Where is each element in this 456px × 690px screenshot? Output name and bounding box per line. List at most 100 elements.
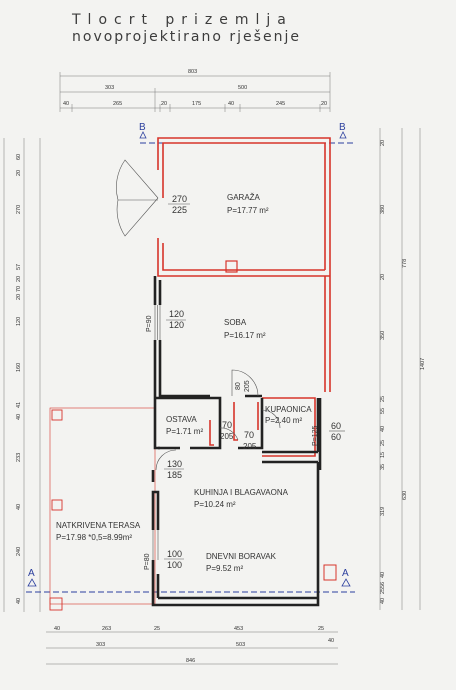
dim-left-2: 270 xyxy=(16,205,22,214)
ostava-door-height: 205 xyxy=(220,432,234,441)
dim-right-6: 40 xyxy=(380,426,386,432)
soba-window-height: 120 xyxy=(169,320,184,330)
room-garaza-area: P=17.77 m² xyxy=(227,206,269,215)
dim-left-0: 60 xyxy=(16,154,22,160)
plan-title: Tlocrt prizemlja xyxy=(72,12,293,28)
dim-top-d5: 40 xyxy=(228,101,234,107)
dim-right-11: 40 xyxy=(380,572,386,578)
svg-text:B: B xyxy=(139,122,146,133)
dim-right-14: 40 xyxy=(380,598,386,604)
dim-left-1: 20 xyxy=(16,170,22,176)
room-soba-name: SOBA xyxy=(224,318,247,327)
dim-left-7: 120 xyxy=(16,317,22,326)
svg-text:B: B xyxy=(339,122,346,133)
kupaonica-door-swing xyxy=(261,409,281,429)
dim-right-upper: 778 xyxy=(402,259,408,268)
soba-door-width: 80 xyxy=(235,382,242,390)
dim-left-14: 40 xyxy=(16,598,22,604)
dim-right-5: 55 xyxy=(380,408,386,414)
room-terasa-name: NATKRIVENA TERASA xyxy=(56,521,141,530)
dim-left-11: 233 xyxy=(16,453,22,462)
dim-bottom-right: 503 xyxy=(236,642,245,648)
section-mark-a-right: A xyxy=(341,568,351,587)
room-garaza-name: GARAŽA xyxy=(227,193,261,202)
dim-right-10: 319 xyxy=(380,507,386,516)
ostava-door-swing xyxy=(219,427,239,441)
ostava-door-width: 70 xyxy=(222,420,232,430)
dim-left-12: 40 xyxy=(16,504,22,510)
svg-text:A: A xyxy=(28,568,35,579)
boravak-window-height: 100 xyxy=(167,560,182,570)
top-dimensions: 803 303 500 40 265 20 175 40 245 20 xyxy=(59,69,331,112)
kupaonica-window-sill: P=125 xyxy=(312,425,319,446)
room-soba-area: P=16.17 m² xyxy=(224,331,266,340)
dim-right-8: 15 xyxy=(380,452,386,458)
dim-bottom-263: 263 xyxy=(102,626,111,632)
dim-left-9: 40 xyxy=(16,414,22,420)
dim-left-13: 240 xyxy=(16,547,22,556)
dim-right-12: 25 xyxy=(380,588,386,594)
dim-bottom-40b: 40 xyxy=(328,638,334,644)
room-kuhinja-area: P=10.24 m² xyxy=(194,500,236,509)
dim-top-d1: 40 xyxy=(63,101,69,107)
soba-window-sill: P=90 xyxy=(146,315,153,332)
boravak-window-sill: P=80 xyxy=(144,553,151,570)
dim-bottom-40a: 40 xyxy=(54,626,60,632)
dim-right-7: 25 xyxy=(380,440,386,446)
dim-right-lower: 630 xyxy=(402,491,408,500)
dim-bottom-left: 303 xyxy=(96,642,105,648)
dim-top-d2: 265 xyxy=(113,101,122,107)
room-kupaonica-name: KUPAONICA xyxy=(265,405,312,414)
dim-bottom-total: 846 xyxy=(186,658,195,664)
left-dimensions xyxy=(3,138,41,612)
dim-top-d3: 20 xyxy=(161,101,167,107)
room-terasa-area: P=17.98 *0,5=8.99m² xyxy=(56,533,132,542)
soba-door-height: 205 xyxy=(244,380,251,392)
room-boravak-area: P=9.52 m² xyxy=(206,564,243,573)
dim-top-d7: 20 xyxy=(321,101,327,107)
garaza-door-width: 270 xyxy=(172,194,187,204)
room-boravak-name: DNEVNI BORAVAK xyxy=(206,552,277,561)
section-mark-a-left: A xyxy=(27,568,37,587)
corner-pillar xyxy=(323,564,337,581)
kuhinja-window-width: 130 xyxy=(167,459,182,469)
kupaonica-door-height: 205 xyxy=(243,442,257,451)
dim-bottom-25b: 25 xyxy=(318,626,324,632)
section-mark-b-left: B xyxy=(139,122,147,139)
dim-top-right: 500 xyxy=(238,85,247,91)
dim-right-9: 35 xyxy=(380,464,386,470)
dim-right-2: 20 xyxy=(380,274,386,280)
dim-right-total: 1407 xyxy=(420,358,426,370)
dim-bottom-453: 453 xyxy=(234,626,243,632)
dim-left-8: 160 xyxy=(16,363,22,372)
plan-subtitle: novoprojektirano rješenje xyxy=(72,29,301,45)
terrace-outline xyxy=(49,407,156,611)
dim-top-total: 803 xyxy=(188,69,197,75)
kupaonica-door-width: 70 xyxy=(244,430,254,440)
kuhinja-window-height: 185 xyxy=(167,470,182,480)
dim-right-3: 350 xyxy=(380,331,386,340)
dim-left-10: 41 xyxy=(16,402,22,408)
garaza-door-height: 225 xyxy=(172,205,187,215)
svg-text:A: A xyxy=(342,568,349,579)
boravak-window-width: 100 xyxy=(167,549,182,559)
soba-door-swing xyxy=(231,369,259,397)
kupaonica-window-width: 60 xyxy=(331,421,341,431)
dim-right-1: 380 xyxy=(380,205,386,214)
right-dimensions: 778 630 1407 xyxy=(379,128,426,610)
section-mark-b-right: B xyxy=(339,122,347,139)
dim-left-5: 20 xyxy=(16,294,22,300)
kupaonica-window-height: 60 xyxy=(331,432,341,442)
dim-left-6: 70 xyxy=(16,286,22,292)
dim-right-4: 25 xyxy=(380,396,386,402)
existing-walls xyxy=(151,276,322,607)
room-ostava-name: OSTAVA xyxy=(166,415,197,424)
bottom-dimensions: 40 263 25 453 25 40 303 503 846 xyxy=(46,626,338,665)
dim-right-0: 20 xyxy=(380,140,386,146)
garage-door-swing xyxy=(116,159,159,237)
soba-window-width: 120 xyxy=(169,309,184,319)
